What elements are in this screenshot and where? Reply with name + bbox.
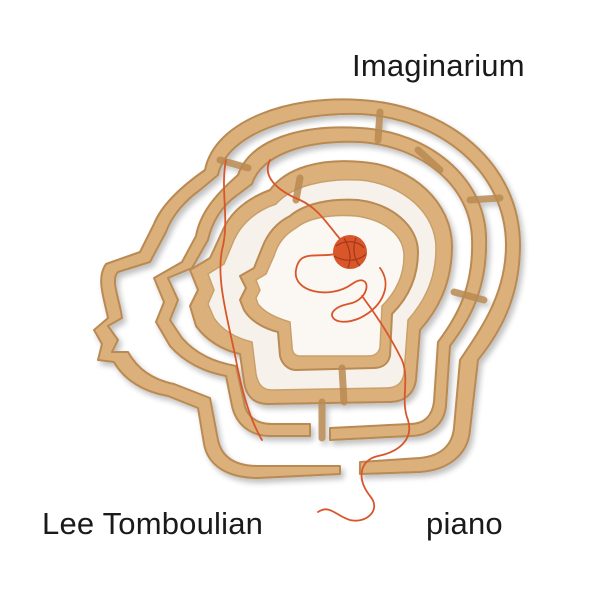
maze-dividers [216,108,504,442]
maze-wall-inner [239,198,419,371]
yarn-ball [333,235,367,269]
maze-wall-ring-2 [153,126,488,441]
yarn-thread [219,159,411,522]
artist-name: Lee Tomboulian [42,506,264,541]
maze-wall-outer [93,98,521,479]
instrument-label: piano [426,506,503,541]
album-title: Imaginarium [352,48,525,83]
